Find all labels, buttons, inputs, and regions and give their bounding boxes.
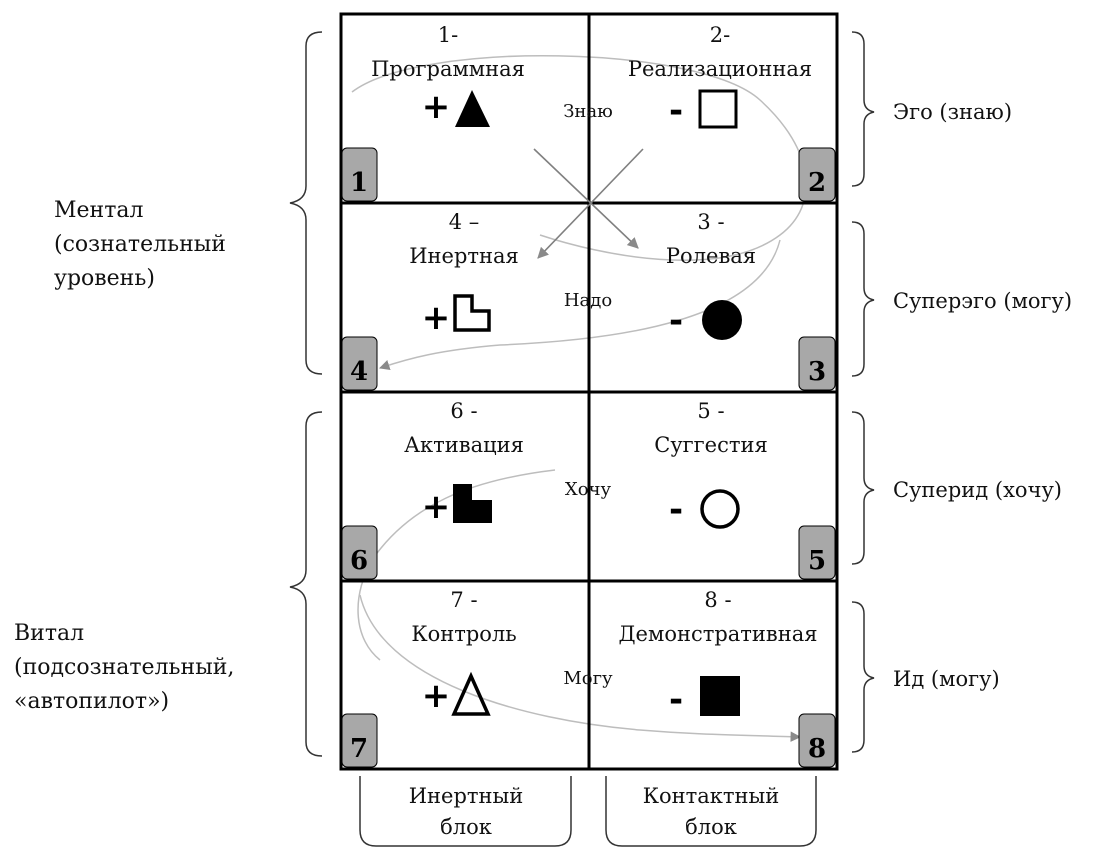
inert-block-tab bbox=[359, 776, 572, 847]
badge-6: 6 bbox=[341, 525, 378, 580]
corner-badges: 1 2 4 3 6 5 7 8 bbox=[341, 147, 836, 768]
filled-square-icon bbox=[700, 676, 740, 716]
function-4-number: 4 – bbox=[449, 210, 480, 234]
right-labels: Эго (знаю) Суперэго (могу) Суперид (хочу… bbox=[893, 100, 1072, 691]
center-word-must: Надо bbox=[564, 290, 612, 311]
function-1-sign: + bbox=[422, 87, 451, 127]
label-mental-line-3: уровень) bbox=[54, 266, 155, 291]
function-symbols bbox=[451, 89, 742, 716]
function-2-number: 2- bbox=[710, 23, 730, 47]
flow-curve-bottom bbox=[359, 594, 802, 742]
label-mental-line-1: Ментал bbox=[54, 198, 143, 223]
badge-2: 2 bbox=[798, 147, 836, 202]
function-3-name: Ролевая bbox=[666, 244, 756, 268]
cross-arrow-right bbox=[533, 148, 639, 249]
function-1-number: 1- bbox=[438, 23, 458, 47]
badge-3: 3 bbox=[798, 336, 836, 391]
function-labels: 1- Программная 2- Реализационная 4 – Ине… bbox=[371, 23, 817, 646]
label-vital-line-3: «автопилот») bbox=[14, 689, 169, 714]
function-7-number: 7 - bbox=[450, 588, 477, 612]
function-3-sign: - bbox=[669, 301, 683, 341]
brace-ego bbox=[851, 31, 875, 187]
function-2-sign: - bbox=[669, 91, 683, 131]
hollow-l-shape-icon bbox=[453, 294, 491, 332]
bottom-blocks: Инертный блок Контактный блок bbox=[359, 776, 817, 847]
flow-curve-middle bbox=[379, 239, 781, 370]
badge-8: 8 bbox=[798, 713, 836, 768]
function-signs: + - + - + - + - bbox=[422, 87, 683, 720]
model-grid bbox=[339, 12, 839, 771]
filled-circle-icon bbox=[702, 300, 742, 340]
flow-curves bbox=[351, 55, 807, 742]
function-6-number: 6 - bbox=[450, 399, 477, 423]
hollow-circle-icon bbox=[700, 489, 740, 529]
function-8-name: Демонстративная bbox=[618, 622, 817, 646]
badge-1: 1 bbox=[341, 147, 378, 202]
contact-block-line-2: блок bbox=[685, 815, 737, 839]
label-vital-line-2: (подсознательный, bbox=[14, 655, 234, 680]
function-7-name: Контроль bbox=[411, 622, 516, 646]
badge-1-number: 1 bbox=[350, 168, 368, 198]
badge-8-number: 8 bbox=[808, 734, 826, 764]
brace-superego bbox=[851, 221, 875, 377]
function-5-name: Суггестия bbox=[654, 433, 767, 457]
function-7-sign: + bbox=[422, 676, 451, 716]
label-ego: Эго (знаю) bbox=[893, 100, 1012, 124]
badge-6-number: 6 bbox=[350, 546, 368, 576]
inert-block-line-2: блок bbox=[440, 815, 492, 839]
badge-7-number: 7 bbox=[350, 734, 368, 764]
function-5-number: 5 - bbox=[697, 399, 724, 423]
label-superid: Суперид (хочу) bbox=[893, 478, 1062, 502]
function-8-number: 8 - bbox=[704, 588, 731, 612]
center-word-can: Могу bbox=[563, 668, 613, 689]
right-braces bbox=[851, 31, 875, 753]
hollow-square-icon bbox=[698, 89, 738, 129]
badge-3-number: 3 bbox=[808, 357, 826, 387]
label-vital-line-1: Витал bbox=[14, 621, 84, 646]
label-superego: Суперэго (могу) bbox=[893, 289, 1072, 313]
function-8-sign: - bbox=[669, 680, 683, 720]
contact-block-line-1: Контактный bbox=[643, 784, 779, 808]
left-braces bbox=[289, 31, 323, 757]
badge-4-number: 4 bbox=[350, 357, 368, 387]
badge-5-number: 5 bbox=[808, 546, 826, 576]
label-mental-line-2: (сознательный bbox=[54, 232, 226, 257]
center-word-know: Знаю bbox=[563, 101, 613, 122]
contact-block-tab bbox=[605, 776, 817, 847]
function-6-sign: + bbox=[422, 487, 451, 527]
center-word-want: Хочу bbox=[565, 479, 612, 500]
brace-vital bbox=[289, 411, 323, 757]
function-4-sign: + bbox=[422, 298, 451, 338]
filled-l-shape-icon bbox=[453, 484, 492, 523]
brace-mental bbox=[289, 31, 323, 375]
function-6-name: Активация bbox=[404, 433, 524, 457]
filled-triangle-icon bbox=[455, 90, 490, 127]
label-id: Ид (могу) bbox=[893, 667, 1000, 691]
cross-arrows bbox=[533, 148, 644, 259]
badge-5: 5 bbox=[798, 525, 836, 580]
function-3-number: 3 - bbox=[697, 210, 724, 234]
hollow-triangle-icon bbox=[451, 671, 491, 716]
function-2-name: Реализационная bbox=[628, 57, 812, 81]
flow-curve-top bbox=[351, 55, 807, 261]
badge-4: 4 bbox=[341, 336, 378, 391]
brace-superid bbox=[851, 411, 875, 565]
badge-2-number: 2 bbox=[808, 168, 826, 198]
left-labels: Ментал (сознательный уровень) Витал (под… bbox=[14, 198, 234, 714]
function-5-sign: - bbox=[669, 490, 683, 530]
badge-7: 7 bbox=[341, 713, 378, 768]
inert-block-line-1: Инертный bbox=[409, 784, 524, 808]
function-4-name: Инертная bbox=[409, 244, 519, 268]
flow-curve-lower bbox=[357, 469, 556, 661]
function-1-name: Программная bbox=[371, 57, 525, 81]
center-words: Знаю Надо Хочу Могу bbox=[563, 101, 613, 689]
brace-id bbox=[851, 601, 875, 753]
